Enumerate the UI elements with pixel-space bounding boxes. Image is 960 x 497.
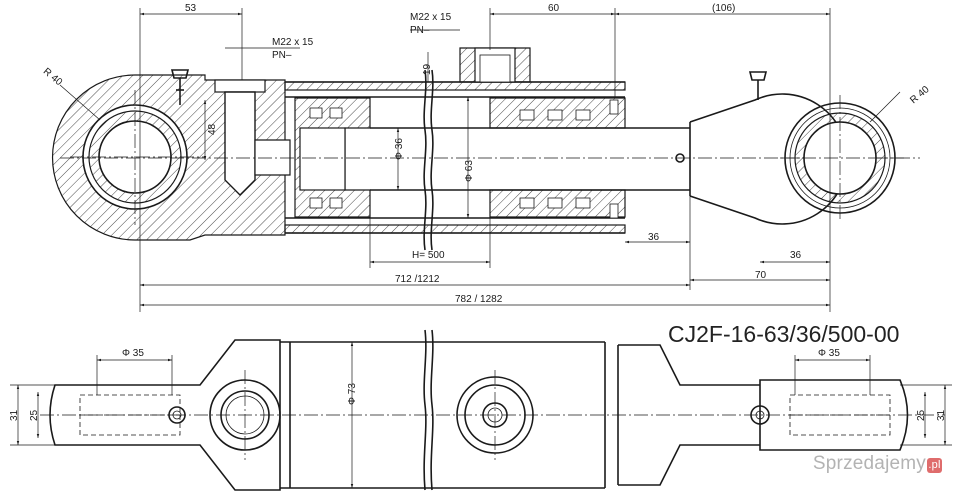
dim-19: 19 [422, 63, 433, 75]
dim-712: 712 /1212 [395, 274, 440, 285]
dim-phi35-left: Φ 35 [122, 348, 144, 359]
dim-36b: 36 [790, 250, 802, 261]
dim-phi63: Φ 63 [464, 160, 475, 182]
watermark-text: Sprzedajemy [812, 453, 926, 474]
dim-thread-right: M22 x 15 [410, 12, 452, 23]
right-eye-plate [759, 379, 909, 451]
dim-phi35-right: Φ 35 [818, 348, 840, 359]
dim-31-left: 31 [9, 409, 20, 421]
dim-31-right: 31 [936, 409, 947, 421]
section-view: 53 M22 x 15 PN– M22 x 15 PN– 60 (106) R … [41, 3, 932, 312]
dim-782: 782 / 1282 [455, 294, 503, 305]
dim-70: 70 [755, 270, 767, 281]
dim-48: 48 [207, 123, 218, 135]
dim-phi36: Φ 36 [394, 138, 405, 160]
dim-60: 60 [548, 3, 560, 14]
dim-pn-right: PN– [410, 25, 430, 36]
dim-thread-left: M22 x 15 [272, 37, 314, 48]
dim-25-right: 25 [916, 409, 927, 421]
left-eye-plate [49, 339, 281, 491]
outside-view: Φ 35 Φ 35 Φ 73 31 25 25 31 [9, 329, 952, 491]
left-port-bore [224, 91, 256, 196]
dim-phi73: Φ 73 [347, 383, 358, 405]
dim-25-left: 25 [29, 409, 40, 421]
watermark-badge: .pl [927, 458, 942, 473]
dim-53: 53 [185, 3, 197, 14]
dim-stroke: H= 500 [412, 250, 445, 261]
dim-r40-right: R 40 [908, 84, 932, 106]
watermark: Sprzedajemy.pl [813, 453, 942, 475]
dim-36a: 36 [648, 232, 660, 243]
dim-r40-left: R 40 [41, 66, 65, 88]
model-number: CJ2F-16-63/36/500-00 [668, 321, 899, 347]
dim-106: (106) [712, 3, 735, 14]
dim-pn-left: PN– [272, 50, 292, 61]
